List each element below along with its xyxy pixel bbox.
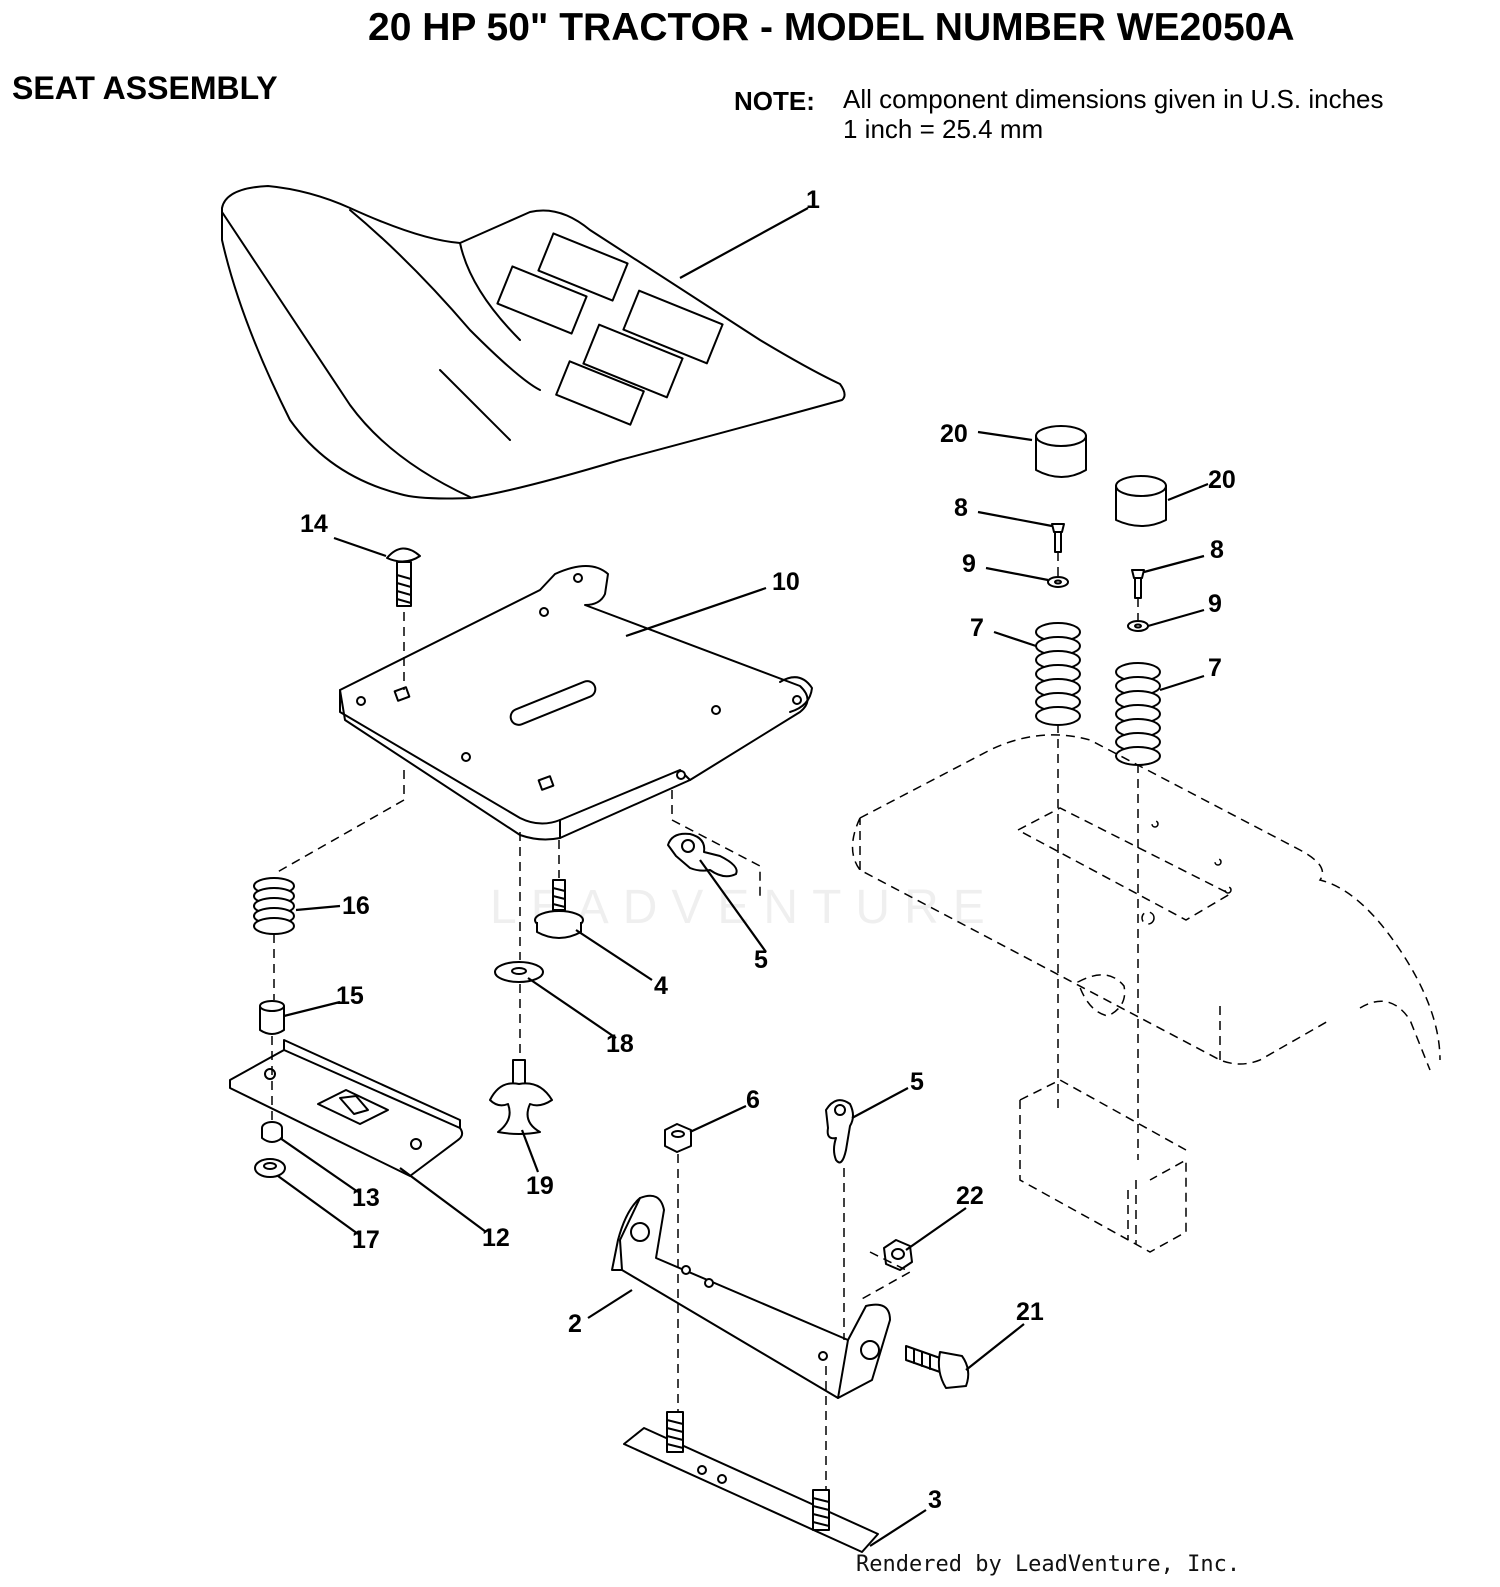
part-seat-pan <box>339 565 813 841</box>
callout-5-lower: 5 <box>910 1068 924 1096</box>
part-screw-left <box>1051 523 1065 553</box>
note-line-dimensions: All component dimensions given in U.S. i… <box>843 84 1384 114</box>
callout-21: 21 <box>1016 1298 1044 1326</box>
part-spring-left <box>1035 622 1081 726</box>
note-text: All component dimensions given in U.S. i… <box>843 84 1384 144</box>
callout-16: 16 <box>342 892 370 920</box>
part-flange-nut <box>254 1158 286 1178</box>
callout-20-right: 20 <box>1208 466 1236 494</box>
callout-10: 10 <box>772 568 800 596</box>
callout-13: 13 <box>352 1184 380 1212</box>
callout-labels: 1 20 20 8 8 9 9 7 7 14 10 16 15 4 5 18 1… <box>300 186 1236 1514</box>
callout-20-left: 20 <box>940 420 968 448</box>
part-seat-bracket <box>611 1194 891 1399</box>
callout-8-right: 8 <box>1210 536 1224 564</box>
part-lock-nut <box>261 1121 283 1143</box>
part-adjustment-plate <box>229 1039 464 1177</box>
part-clip-lower <box>825 1099 854 1164</box>
tractor-fender-reference <box>851 734 1441 1253</box>
callout-9-left: 9 <box>962 550 976 578</box>
callout-6: 6 <box>746 1086 760 1114</box>
leader-lines <box>277 207 1209 1547</box>
callout-7-left: 7 <box>970 614 984 642</box>
credit-text: Rendered by LeadVenture, Inc. <box>856 1552 1241 1577</box>
callout-17: 17 <box>352 1226 380 1254</box>
callout-12: 12 <box>482 1224 510 1252</box>
section-title: SEAT ASSEMBLY <box>12 70 278 106</box>
callout-8-left: 8 <box>954 494 968 522</box>
part-bumper-left <box>1035 425 1087 478</box>
assembly-lines <box>271 552 1139 1490</box>
callout-3: 3 <box>928 1486 942 1514</box>
part-small-spring <box>253 877 295 935</box>
part-mounting-plate <box>623 1411 879 1553</box>
part-washer-right <box>1127 620 1149 632</box>
part-washer <box>494 961 544 983</box>
part-clip-upper <box>667 832 738 878</box>
part-shoulder-bolt <box>534 879 584 939</box>
part-spring-right <box>1115 662 1161 766</box>
callout-1: 1 <box>806 186 820 214</box>
callout-18: 18 <box>606 1030 634 1058</box>
page-title: 20 HP 50" TRACTOR - MODEL NUMBER WE2050A <box>368 6 1295 49</box>
callout-7-right: 7 <box>1208 654 1222 682</box>
part-spacer <box>259 1000 285 1035</box>
part-screw-right <box>1131 569 1145 599</box>
part-bumper-right <box>1115 475 1167 527</box>
callout-2: 2 <box>568 1310 582 1338</box>
note-label: NOTE: <box>734 86 815 116</box>
part-washer-left <box>1047 576 1069 588</box>
callout-22: 22 <box>956 1182 984 1210</box>
note-line-conversion: 1 inch = 25.4 mm <box>843 114 1044 144</box>
part-hex-bolt <box>905 1345 970 1389</box>
part-knob <box>489 1059 553 1135</box>
callout-15: 15 <box>336 982 364 1010</box>
callout-9-right: 9 <box>1208 590 1222 618</box>
part-carriage-bolt <box>386 547 421 607</box>
callout-5-upper: 5 <box>754 946 768 974</box>
part-hex-nut <box>664 1123 692 1153</box>
callout-19: 19 <box>526 1172 554 1200</box>
callout-14: 14 <box>300 510 328 538</box>
part-seat <box>221 185 846 500</box>
callout-4: 4 <box>654 972 668 1000</box>
